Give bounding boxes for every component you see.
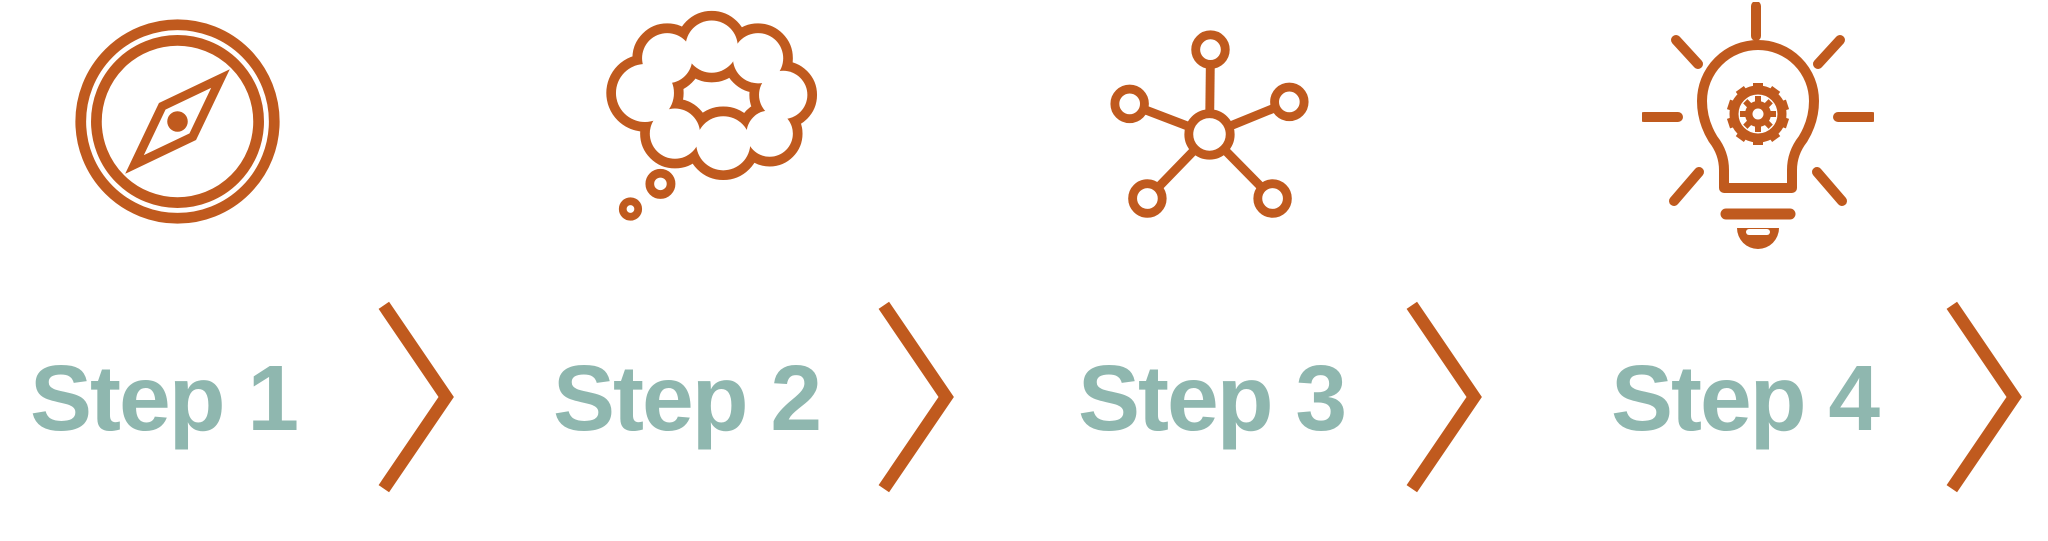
lightbulb-gear-icon	[1642, 2, 1874, 250]
chevron-right-icon	[877, 299, 955, 495]
step-label: Step 3	[1078, 346, 1347, 450]
step-label: Step 2	[553, 346, 822, 450]
step-label: Step 1	[30, 346, 299, 450]
chevron-right-icon	[1945, 299, 2023, 495]
chevron-right-icon	[377, 299, 455, 495]
network-hub-icon	[1106, 26, 1313, 233]
chevron-right-icon	[1405, 299, 1483, 495]
compass-icon	[70, 14, 285, 229]
step-label: Step 4	[1611, 346, 1880, 450]
thought-bubble-icon	[586, 6, 818, 233]
